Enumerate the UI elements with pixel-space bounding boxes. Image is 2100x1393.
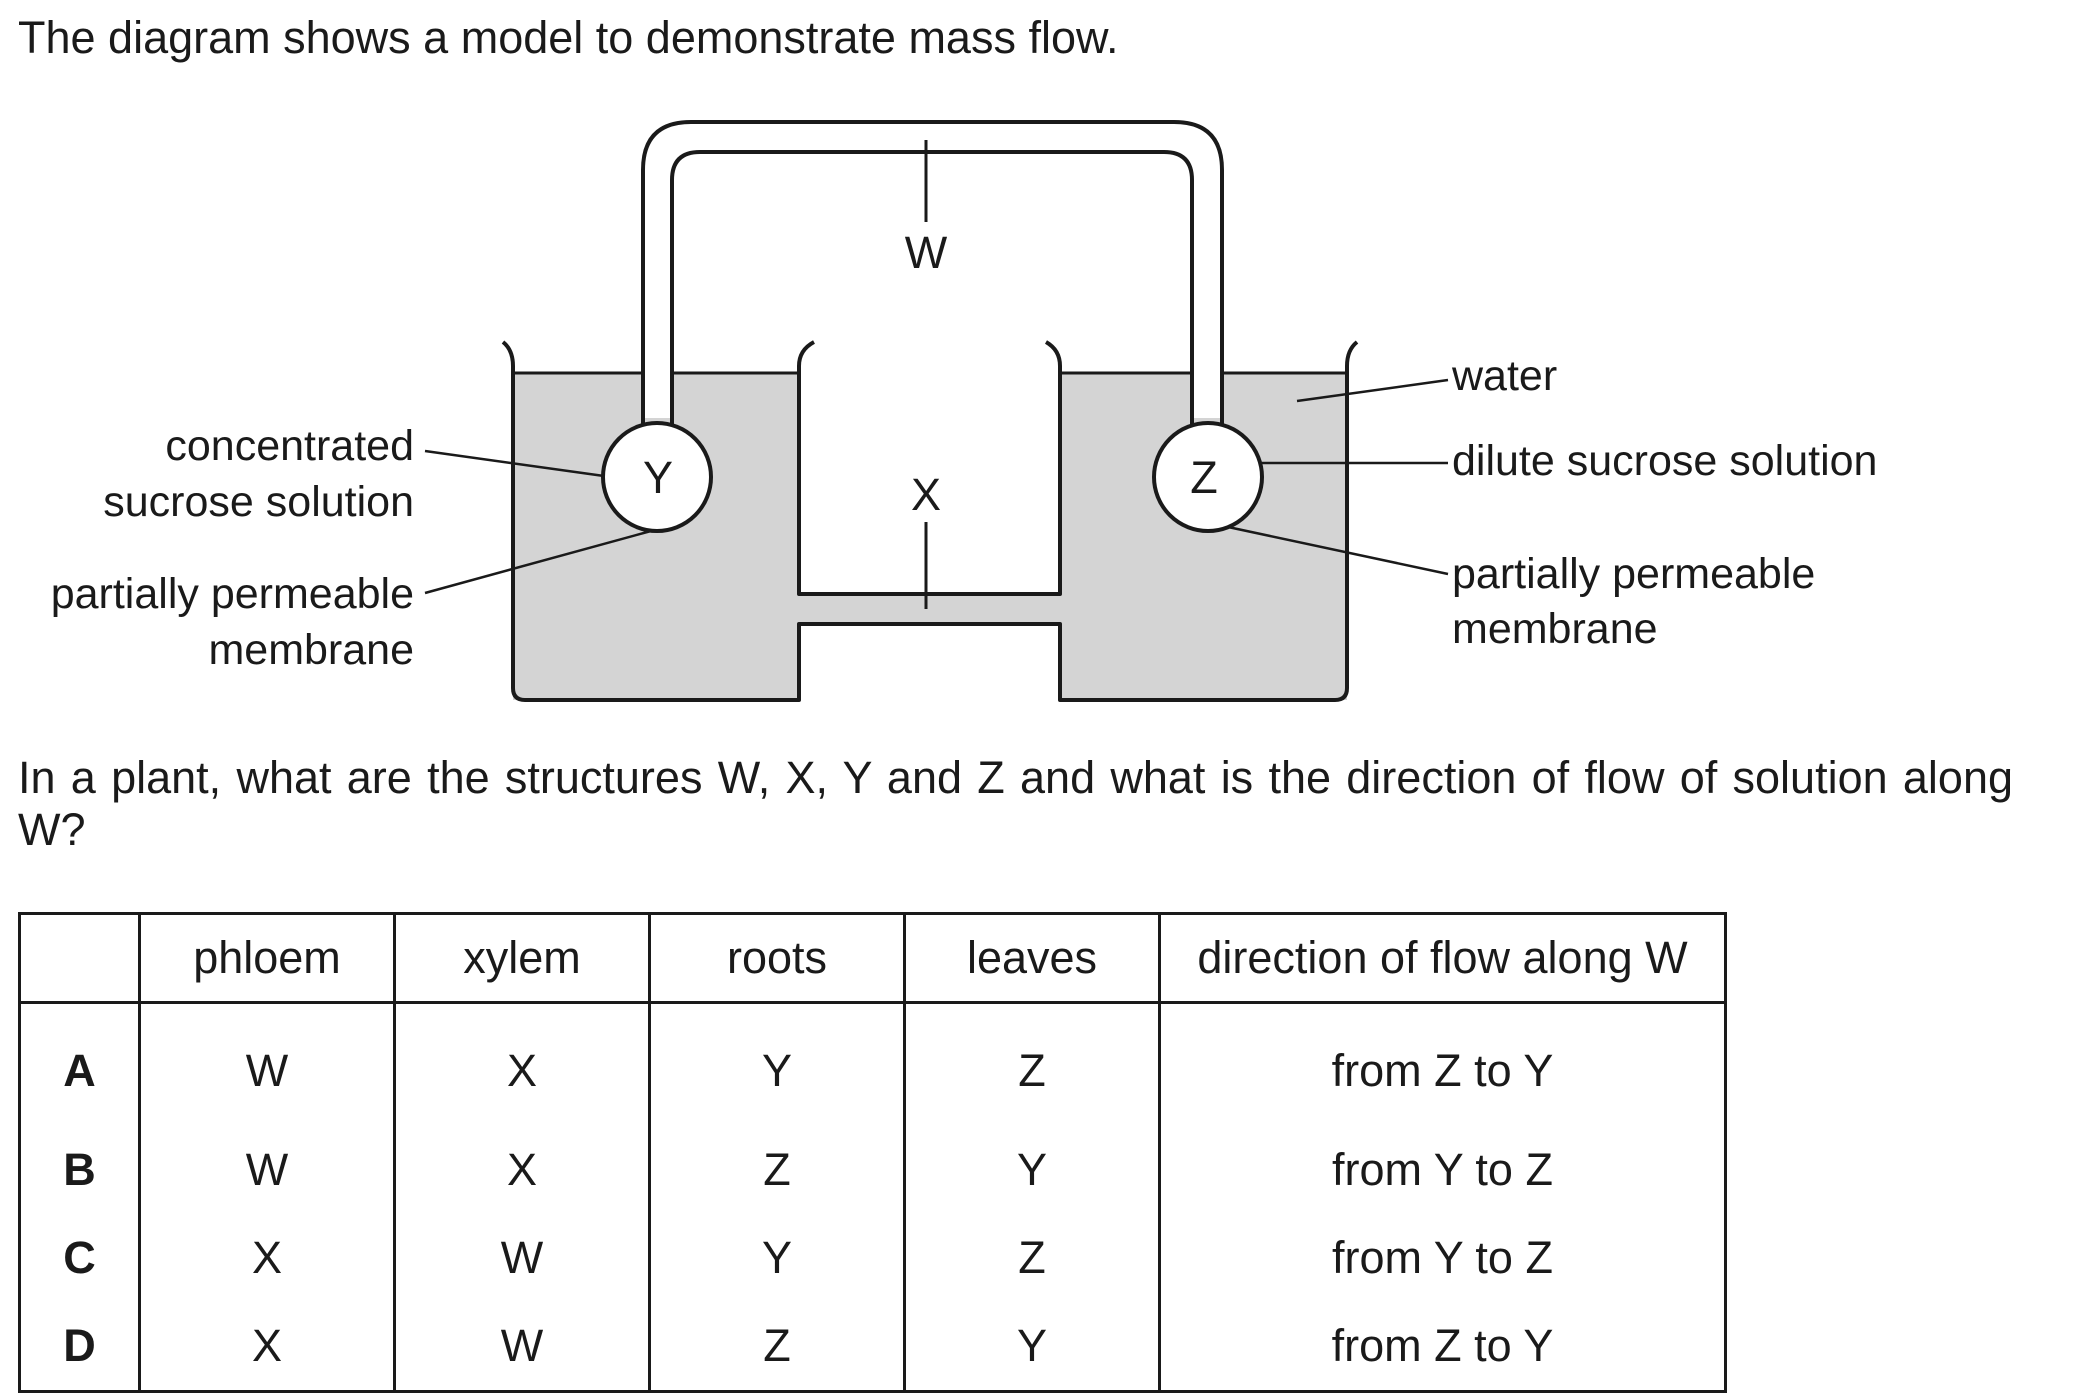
solution-fill <box>513 373 1347 700</box>
label-y: Y <box>643 452 673 503</box>
mass-flow-diagram: W X Y Z concentrated sucrose solution pa… <box>51 120 1877 702</box>
option-key: C <box>18 1214 141 1302</box>
cell-phloem: W <box>138 1002 396 1126</box>
cell-roots: Z <box>648 1302 906 1393</box>
cell-roots: Z <box>648 1126 906 1214</box>
cell-roots: Y <box>648 1214 906 1302</box>
header-roots: roots <box>648 912 906 1004</box>
leader-ppm-left <box>424 529 652 595</box>
cell-leaves: Y <box>903 1302 1161 1393</box>
cell-leaves: Z <box>903 1214 1161 1302</box>
header-phloem: phloem <box>138 912 396 1004</box>
question-page: The diagram shows a model to demonstrate… <box>18 12 2013 1393</box>
cell-leaves: Y <box>903 1126 1161 1214</box>
header-key <box>18 912 141 1004</box>
label-concentrated-line2: sucrose solution <box>103 478 414 526</box>
cell-leaves: Z <box>903 1002 1161 1126</box>
leader-ppm-right <box>1227 525 1449 576</box>
cell-xylem: X <box>393 1126 651 1214</box>
table-row: D X W Z Y from Z to Y <box>18 1302 1727 1393</box>
label-z: Z <box>1190 452 1218 503</box>
option-key: A <box>18 1002 141 1126</box>
leader-water <box>1296 378 1449 403</box>
cell-xylem: X <box>393 1002 651 1126</box>
option-key: B <box>18 1126 141 1214</box>
cell-direction: from Z to Y <box>1158 1002 1727 1126</box>
cell-direction: from Y to Z <box>1158 1126 1727 1214</box>
label-ppm-right-line1: partially permeable <box>1452 550 1815 598</box>
cell-phloem: W <box>138 1126 396 1214</box>
label-ppm-right-line2: membrane <box>1452 605 1658 653</box>
inner-chamber-outline <box>797 340 1062 596</box>
label-water: water <box>1451 352 1557 400</box>
cell-phloem: X <box>138 1214 396 1302</box>
table-row: C X W Y Z from Y to Z <box>18 1214 1727 1302</box>
tube-w-outer <box>641 120 1224 428</box>
leader-concentrated <box>424 449 605 478</box>
table-header-row: phloem xylem roots leaves direction of f… <box>18 912 1727 1004</box>
label-ppm-left-line2: membrane <box>208 626 414 674</box>
question-text: In a plant, what are the structures W, X… <box>18 752 2013 855</box>
label-concentrated-line1: concentrated <box>165 422 414 470</box>
bulb-z <box>1152 421 1264 533</box>
cell-roots: Y <box>648 1002 906 1126</box>
cell-direction: from Y to Z <box>1158 1214 1727 1302</box>
option-key: D <box>18 1302 141 1393</box>
label-dilute: dilute sucrose solution <box>1452 437 1877 485</box>
table-row: B W X Z Y from Y to Z <box>18 1126 1727 1214</box>
label-w: W <box>905 227 948 278</box>
container-outline <box>501 340 1359 702</box>
cell-xylem: W <box>393 1214 651 1302</box>
intro-text: The diagram shows a model to demonstrate… <box>18 12 1119 63</box>
header-leaves: leaves <box>903 912 1161 1004</box>
tube-w-inner <box>670 150 1194 428</box>
cell-xylem: W <box>393 1302 651 1393</box>
table-row: A W X Y Z from Z to Y <box>18 1002 1727 1126</box>
cell-phloem: X <box>138 1302 396 1393</box>
header-direction: direction of flow along W <box>1158 912 1727 1004</box>
answer-table: phloem xylem roots leaves direction of f… <box>18 912 1727 1393</box>
label-ppm-left-line1: partially permeable <box>51 570 414 618</box>
header-xylem: xylem <box>393 912 651 1004</box>
label-x: X <box>911 469 941 520</box>
cell-direction: from Z to Y <box>1158 1302 1727 1393</box>
